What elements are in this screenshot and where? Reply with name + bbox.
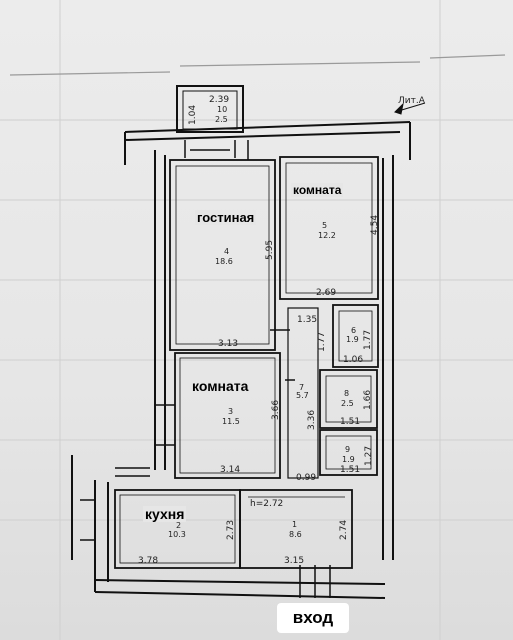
- balcony-outline: [176, 85, 244, 133]
- living-area: 18.6: [215, 257, 233, 266]
- living-dim-length: 5.95: [265, 240, 275, 260]
- room-top-label: комната: [291, 183, 344, 197]
- wc9-area: 1.9: [342, 455, 355, 464]
- corridor-dim-side: 1.77: [317, 332, 327, 352]
- bath8-number: 8: [344, 389, 349, 398]
- section-label: Лит.А: [398, 96, 426, 106]
- closet6-dim-width: 1.06: [343, 355, 363, 365]
- wc9-dim-width: 1.51: [340, 465, 360, 475]
- balcony-dim-width: 2.39: [209, 95, 229, 105]
- kitchen-label: кухня: [143, 506, 187, 522]
- bath8-dim-length: 1.66: [363, 390, 373, 410]
- room-top-area: 12.2: [318, 231, 336, 240]
- hall-labels: h=2.72 1 8.6 2.74 3.15: [250, 499, 349, 566]
- kitchen-area: 10.3: [168, 530, 186, 539]
- closet6-labels: 6 1.9 1.77 1.06: [343, 326, 373, 365]
- kitchen-dim-width: 3.78: [138, 556, 158, 566]
- room-mid-labels: 3 11.5 3.66 3.14: [220, 400, 281, 475]
- room-mid-label: комната: [190, 378, 251, 394]
- room-mid-dim-length: 3.66: [271, 400, 281, 420]
- header-scribble: [9, 54, 506, 76]
- room-top-number: 5: [322, 221, 327, 230]
- room-top-labels: 5 12.2 4.54 2.69: [316, 215, 380, 298]
- living-labels: 4 18.6 5.95 3.13: [215, 240, 275, 349]
- kitchen-number: 2: [176, 521, 181, 530]
- bath8-dim-width: 1.51: [340, 417, 360, 427]
- hall-dim-width: 3.15: [284, 556, 304, 566]
- corridor-area: 5.7: [296, 391, 309, 400]
- interior-walls: [114, 156, 379, 569]
- hall-number: 1: [292, 520, 297, 529]
- kitchen-dim-length: 2.73: [226, 520, 236, 540]
- room-mid-area: 11.5: [222, 417, 240, 426]
- kitchen-labels: 2 10.3 2.73 3.78: [138, 520, 236, 566]
- room-top-dim-length: 4.54: [370, 215, 380, 235]
- room-mid-dim-width: 3.14: [220, 465, 240, 475]
- balcony-labels: 2.39 10 2.5 1.04: [188, 95, 229, 125]
- wc9-labels: 9 1.9 1.27 1.51: [340, 445, 374, 475]
- section-marker: [394, 102, 426, 115]
- balcony-number: 10: [217, 105, 227, 114]
- balcony-dim-depth: 1.04: [188, 105, 198, 125]
- bath8-labels: 8 2.5 1.66 1.51: [340, 389, 373, 427]
- corridor-number: 7: [299, 383, 304, 392]
- room-top-dim-width: 2.69: [316, 288, 336, 298]
- living-number: 4: [224, 247, 229, 256]
- wc9-dim-length: 1.27: [364, 446, 374, 466]
- entrance-label: вход: [277, 603, 349, 633]
- hall-dim-height: h=2.72: [250, 499, 283, 509]
- corridor-dim-bottom: 0.99: [296, 473, 316, 483]
- closet6-number: 6: [351, 326, 356, 335]
- hall-area: 8.6: [289, 530, 302, 539]
- corridor-dim-top: 1.35: [297, 315, 317, 325]
- room-mid-number: 3: [228, 407, 233, 416]
- corridor-labels: 1.35 1.77 7 5.7 3.36 0.99: [296, 315, 327, 483]
- wc9-number: 9: [345, 445, 350, 454]
- openings: [80, 140, 331, 598]
- hall-dim-length: 2.74: [339, 520, 349, 540]
- corridor-dim-length: 3.36: [307, 410, 317, 430]
- bath8-area: 2.5: [341, 399, 354, 408]
- living-room-label: гостиная: [195, 210, 257, 225]
- exterior-walls: [71, 121, 411, 599]
- closet6-dim-length: 1.77: [363, 330, 373, 350]
- living-dim-width: 3.13: [218, 339, 238, 349]
- closet6-area: 1.9: [346, 335, 359, 344]
- balcony-area: 2.5: [215, 115, 228, 124]
